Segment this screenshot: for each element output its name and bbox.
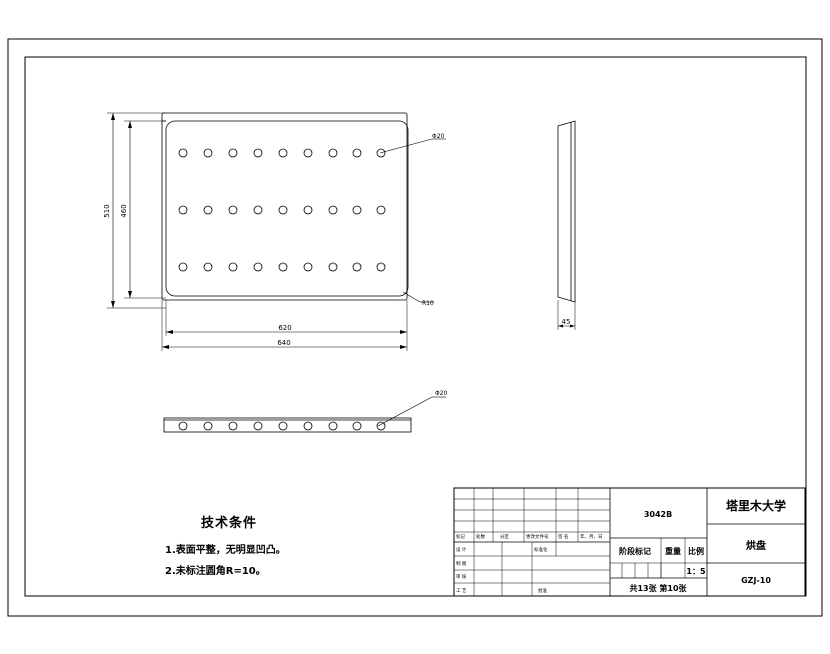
hole-r3-c1 [178, 262, 188, 272]
side-view [557, 120, 576, 330]
front-hole-1 [178, 421, 188, 431]
hole-r2-c2 [203, 205, 213, 215]
label-change-doc: 更改文件号 [526, 533, 549, 540]
dim-text-510: 510 [103, 204, 111, 217]
technical-notes-title: 技术条件 [201, 516, 258, 531]
scale-label: 比例 [688, 546, 704, 556]
dim-text-640: 640 [277, 339, 290, 347]
plate-outer-outline [161, 112, 408, 301]
leader-side-hole [377, 396, 433, 427]
hole-r1-c9 [376, 148, 386, 158]
technical-note-2: 2.未标注圆角R=10。 [165, 566, 266, 577]
arrows [111, 113, 407, 349]
dim-text-45: 45 [562, 318, 571, 326]
front-hole-8 [352, 421, 362, 431]
label-draw: 制 图 [456, 560, 467, 567]
label-count: 处数 [476, 533, 485, 540]
title-block [453, 487, 806, 597]
hole-r3-c5 [278, 262, 288, 272]
label-date: 年、月、日 [580, 533, 603, 540]
material-code: 3042B [644, 510, 672, 519]
drawing-number: GZJ-10 [741, 576, 771, 585]
plate-inner-outline [165, 120, 409, 297]
leader-fillet [402, 291, 421, 303]
scale-value: 1：5 [686, 567, 706, 576]
front-hole-5 [278, 421, 288, 431]
hole-r1-c4 [253, 148, 263, 158]
inner-border [24, 56, 807, 597]
dim-text-side-hole: Φ20 [435, 390, 448, 397]
hole-r3-c7 [328, 262, 338, 272]
front-hole-4 [253, 421, 263, 431]
leader-hole [379, 138, 433, 154]
front-holes [178, 421, 386, 431]
label-design: 设 计 [456, 546, 467, 553]
label-standard: 标准化 [534, 546, 548, 553]
technical-note-1: 1.表面平整，无明显凹凸。 [165, 545, 286, 556]
hole-r3-c9 [376, 262, 386, 272]
hole-r1-c3 [228, 148, 238, 158]
hole-r2-c9 [376, 205, 386, 215]
hole-r1-c2 [203, 148, 213, 158]
front-hole-7 [328, 421, 338, 431]
hole-r2-c7 [328, 205, 338, 215]
dim-text-hole: Φ20 [432, 133, 445, 140]
front-hole-9 [376, 421, 386, 431]
front-hole-6 [303, 421, 313, 431]
hole-r3-c6 [303, 262, 313, 272]
weight-label: 重量 [665, 546, 681, 556]
hole-r1-c1 [178, 148, 188, 158]
hole-r2-c1 [178, 205, 188, 215]
hole-r3-c3 [228, 262, 238, 272]
hole-r3-c8 [352, 262, 362, 272]
hole-r2-c4 [253, 205, 263, 215]
hole-r1-c7 [328, 148, 338, 158]
hole-grid [178, 148, 386, 272]
sheet-count: 共13张 第10张 [629, 583, 687, 593]
school-name: 塔里木大学 [726, 498, 786, 513]
front-hole-2 [203, 421, 213, 431]
stage-mark-label: 阶段标记 [619, 546, 651, 556]
hole-r2-c8 [352, 205, 362, 215]
dim-text-620: 620 [278, 324, 291, 332]
dim-text-460: 460 [120, 204, 128, 217]
hole-r1-c8 [352, 148, 362, 158]
hole-r3-c2 [203, 262, 213, 272]
label-approve: 批准 [538, 587, 547, 594]
label-process: 工 艺 [456, 588, 467, 594]
top-view [107, 112, 446, 351]
hole-r1-c5 [278, 148, 288, 158]
hole-r2-c3 [228, 205, 238, 215]
front-outline [163, 417, 412, 433]
front-view [163, 396, 446, 433]
dim-text-fillet: R10 [422, 300, 434, 307]
technical-notes: 技术条件 1.表面平整，无明显凹凸。 2.未标注圆角R=10。 [165, 512, 435, 583]
outer-border [7, 38, 823, 617]
label-zone: 分区 [500, 533, 509, 540]
hole-r3-c4 [253, 262, 263, 272]
front-hole-3 [228, 421, 238, 431]
label-check: 审 核 [456, 573, 467, 580]
hole-r1-c6 [303, 148, 313, 158]
label-sign: 签 名 [558, 533, 568, 540]
hole-r2-c6 [303, 205, 313, 215]
title-block-text: 标记 处数 分区 更改文件号 签 名 年、月、日 设 计 标准化 制 图 审 核… [456, 498, 786, 594]
label-mark: 标记 [456, 533, 465, 540]
part-name: 烘盘 [746, 539, 766, 552]
hole-r2-c5 [278, 205, 288, 215]
